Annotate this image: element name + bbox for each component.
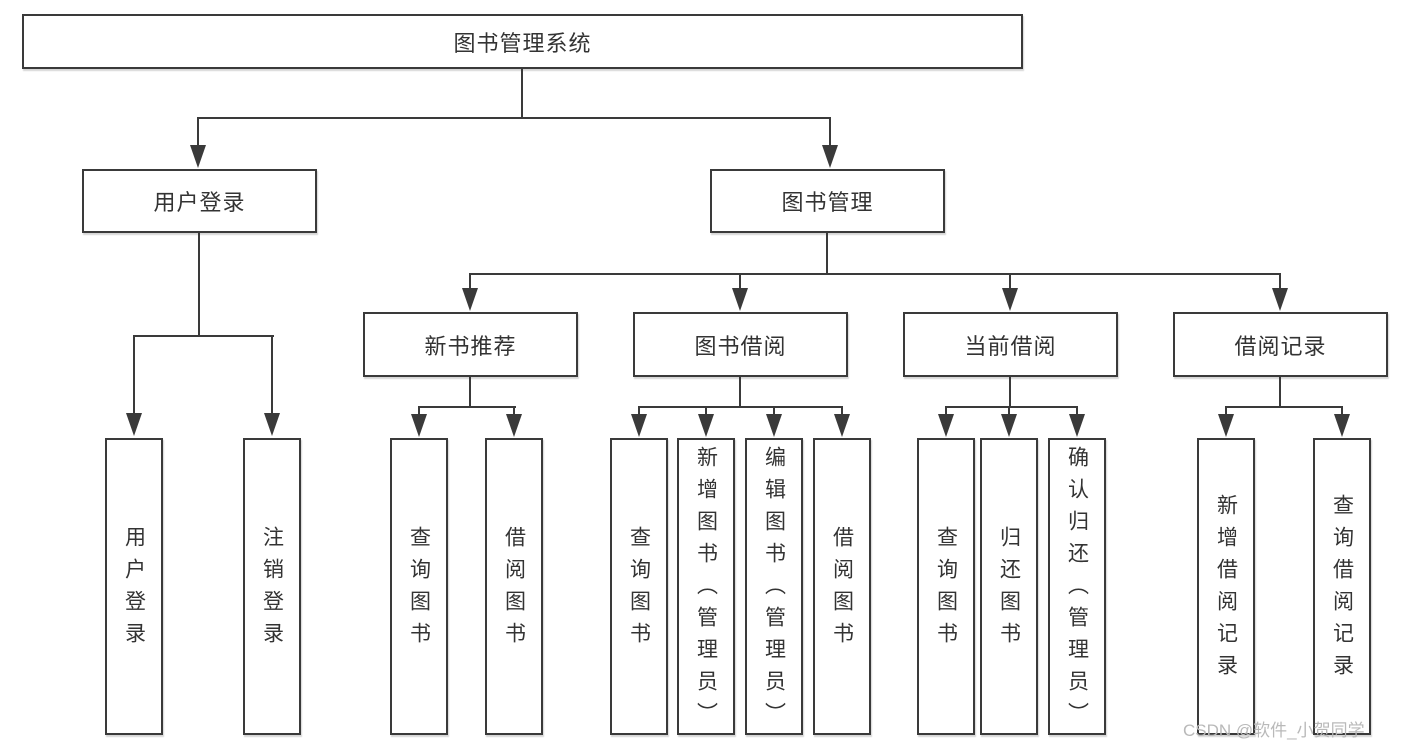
leaf-return-book: 归还图书 <box>980 438 1038 735</box>
arrow-down-icon <box>1334 414 1350 437</box>
connector-line <box>469 273 1281 275</box>
connector-line <box>1341 406 1343 415</box>
connector-line <box>133 335 274 337</box>
connector-line <box>1009 377 1011 406</box>
node-book-borrow: 图书借阅 <box>633 312 848 377</box>
connector-line <box>1076 406 1078 415</box>
connector-line <box>739 377 741 406</box>
leaf-user-login: 用户登录 <box>105 438 163 735</box>
arrow-down-icon <box>1218 414 1234 437</box>
connector-line <box>418 406 420 415</box>
connector-line <box>133 335 135 414</box>
arrow-down-icon <box>264 413 280 436</box>
connector-line <box>739 273 741 289</box>
connector-line <box>197 117 831 119</box>
connector-line <box>638 406 640 415</box>
connector-line <box>945 406 1078 408</box>
leaf-confirm-return-admin: 确认归还（管理员） <box>1048 438 1106 735</box>
leaf-add-book-admin: 新增图书（管理员） <box>677 438 735 735</box>
arrow-down-icon <box>1272 288 1288 311</box>
arrow-down-icon <box>766 414 782 437</box>
connector-line <box>469 377 471 406</box>
connector-line <box>841 406 843 415</box>
connector-line <box>513 406 515 415</box>
csdn-watermark: CSDN @软件_小贺同学 <box>1183 721 1365 740</box>
connector-line <box>705 406 707 415</box>
arrow-down-icon <box>698 414 714 437</box>
arrow-down-icon <box>462 288 478 311</box>
node-root: 图书管理系统 <box>22 14 1023 69</box>
connector-line <box>418 406 516 408</box>
leaf-edit-book-admin: 编辑图书（管理员） <box>745 438 803 735</box>
node-book-management: 图书管理 <box>710 169 945 233</box>
connector-line <box>829 117 831 146</box>
connector-line <box>1225 406 1227 415</box>
arrow-down-icon <box>822 145 838 168</box>
connector-line <box>1008 406 1010 415</box>
arrow-down-icon <box>1002 288 1018 311</box>
leaf-logout: 注销登录 <box>243 438 301 735</box>
connector-line <box>773 406 775 415</box>
arrow-down-icon <box>732 288 748 311</box>
connector-line <box>1279 273 1281 289</box>
arrow-down-icon <box>190 145 206 168</box>
connector-line <box>638 406 843 408</box>
leaf-query-borrow-record: 查询借阅记录 <box>1313 438 1371 735</box>
arrow-down-icon <box>631 414 647 437</box>
node-current-borrow: 当前借阅 <box>903 312 1118 377</box>
connector-line <box>1009 273 1011 289</box>
connector-line <box>1279 377 1281 406</box>
connector-line <box>826 233 828 273</box>
connector-line <box>197 117 199 146</box>
leaf-query-books-3: 查询图书 <box>917 438 975 735</box>
node-new-book-recommend: 新书推荐 <box>363 312 578 377</box>
connector-line <box>945 406 947 415</box>
connector-line <box>469 273 471 289</box>
leaf-query-books-2: 查询图书 <box>610 438 668 735</box>
leaf-borrow-books-1: 借阅图书 <box>485 438 543 735</box>
arrow-down-icon <box>1001 414 1017 437</box>
arrow-down-icon <box>1069 414 1085 437</box>
arrow-down-icon <box>411 414 427 437</box>
connector-line <box>198 233 200 335</box>
leaf-add-borrow-record: 新增借阅记录 <box>1197 438 1255 735</box>
arrow-down-icon <box>938 414 954 437</box>
leaf-borrow-books-2: 借阅图书 <box>813 438 871 735</box>
arrow-down-icon <box>834 414 850 437</box>
node-user-login: 用户登录 <box>82 169 317 233</box>
arrow-down-icon <box>506 414 522 437</box>
leaf-query-books-1: 查询图书 <box>390 438 448 735</box>
connector-line <box>1225 406 1343 408</box>
connector-line <box>271 335 273 414</box>
node-borrow-records: 借阅记录 <box>1173 312 1388 377</box>
connector-line <box>521 68 523 117</box>
arrow-down-icon <box>126 413 142 436</box>
